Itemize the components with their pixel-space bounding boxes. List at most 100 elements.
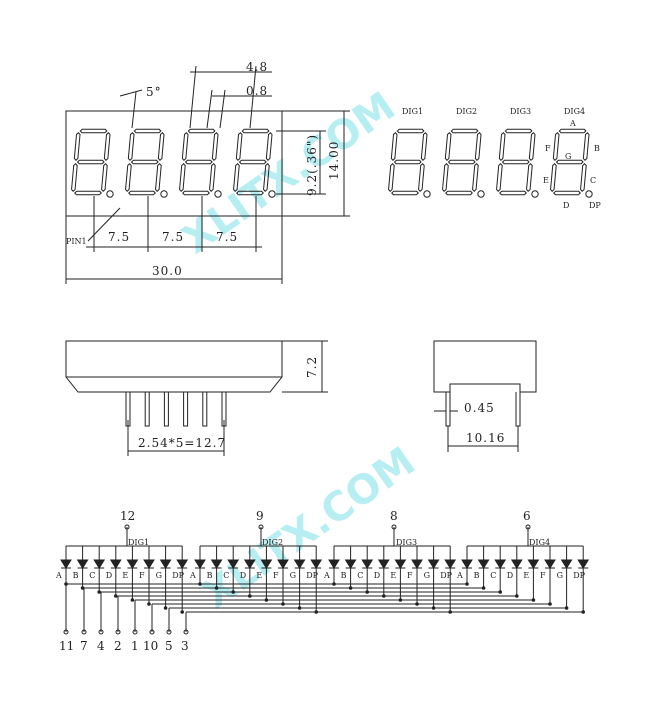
segment-d [391, 190, 419, 196]
watermark-bottom: XLITX.COM [194, 438, 423, 618]
total-width-label: 30.0 [152, 264, 183, 278]
segment-label-b: B [474, 571, 480, 580]
segment-label-a: A [189, 571, 196, 580]
schematic-digit-label-1: DIG1 [128, 538, 149, 547]
junction-dot [180, 610, 184, 614]
segment-dp [477, 190, 485, 198]
led-diode-c [227, 559, 240, 569]
led-diode-b [210, 559, 223, 569]
pin1-label: PIN1 [66, 237, 87, 246]
segment-label-g: G [156, 571, 162, 580]
led-diode-g [159, 559, 172, 569]
segment-pin-label-c: 4 [97, 639, 105, 653]
segment-pin-label-dp: 3 [181, 639, 189, 653]
segment-d [553, 190, 581, 196]
segment-label-b: B [341, 571, 347, 580]
map-digit-label-4: DIG4 [564, 107, 585, 116]
segment-label-c: C [357, 571, 363, 580]
segment-e [125, 163, 132, 192]
segment-label-dp: DP [172, 571, 184, 580]
segment-d [182, 190, 210, 196]
segment-pin-label-b: 7 [80, 639, 88, 653]
dim-line [249, 65, 257, 129]
segment-g [447, 159, 476, 165]
segment-e [442, 163, 449, 192]
segment-d [128, 190, 156, 196]
front-digit-4 [233, 128, 276, 198]
junction-dot [147, 602, 151, 606]
segment-label-c: C [490, 571, 496, 580]
front-digit-1 [71, 128, 114, 198]
segment-map-digits [388, 128, 593, 198]
segment-f [552, 132, 560, 161]
segment-a [504, 128, 533, 134]
segment-letter-d: D [563, 201, 569, 210]
segment-label-dp: DP [440, 571, 452, 580]
led-diode-d [109, 559, 122, 569]
segment-label-b: B [207, 571, 213, 580]
segment-b [420, 132, 428, 161]
digit-height-label: 9.2(.36") [305, 134, 319, 196]
end-view [433, 340, 537, 452]
segment-b [265, 132, 273, 161]
segment-dp [214, 190, 222, 198]
segment-e [388, 163, 395, 192]
pin1-leader [87, 207, 121, 242]
led-diode-a [461, 559, 473, 569]
segment-letter-c: C [590, 176, 596, 185]
segment-d [74, 190, 102, 196]
segment-label-g: G [290, 571, 296, 580]
segment-label-a: A [323, 571, 330, 580]
junction-dot [130, 598, 135, 602]
side-pin [163, 391, 169, 427]
map-digit-2 [442, 128, 485, 198]
led-diode-f [143, 559, 155, 569]
segment-b [157, 132, 165, 161]
led-diode-a [194, 559, 206, 569]
map-digit-label-2: DIG2 [456, 107, 477, 116]
watermark-text: XLITX.COM [174, 83, 403, 263]
watermark-text: XLITX.COM [194, 438, 423, 618]
schematic-digit-3 [328, 524, 457, 614]
width-top-label: 4.8 [246, 60, 268, 74]
segment-label-dp: DP [573, 571, 585, 580]
segment-c [155, 163, 162, 192]
display-body-outline [65, 110, 283, 217]
junction-dot [97, 590, 101, 594]
side-pin [202, 391, 208, 427]
segment-pin-terminal [98, 629, 104, 635]
segment-label-g: G [424, 571, 430, 580]
led-diode-b [76, 559, 89, 569]
schematic-digit-label-3: DIG3 [396, 538, 417, 547]
segment-label-f: F [407, 571, 413, 580]
segment-e [496, 163, 503, 192]
segment-label-e: E [256, 571, 262, 580]
dim-line [189, 65, 197, 129]
segment-g [501, 159, 530, 165]
angle-arc [119, 89, 143, 97]
segment-c [263, 163, 270, 192]
segment-a [558, 128, 587, 134]
segment-f [390, 132, 398, 161]
segment-e [233, 163, 240, 192]
side-view [65, 340, 328, 456]
segment-c [472, 163, 479, 192]
segment-dp [423, 190, 431, 198]
segment-pin-terminal [166, 629, 172, 635]
watermark-top: XLITX.COM [174, 83, 403, 263]
segment-letter-g: G [565, 152, 571, 161]
led-diode-f [411, 559, 423, 569]
segment-f [444, 132, 452, 161]
led-diode-c [93, 559, 106, 569]
led-diode-d [377, 559, 390, 569]
segment-letter-dp: DP [589, 201, 601, 210]
segment-label-e: E [122, 571, 128, 580]
segment-a [79, 128, 108, 134]
segment-dp [160, 190, 168, 198]
pitch-label-2: 7.5 [162, 230, 184, 244]
segment-label-c: C [89, 571, 95, 580]
schematic [60, 524, 590, 635]
segment-pin-terminal [81, 629, 87, 635]
